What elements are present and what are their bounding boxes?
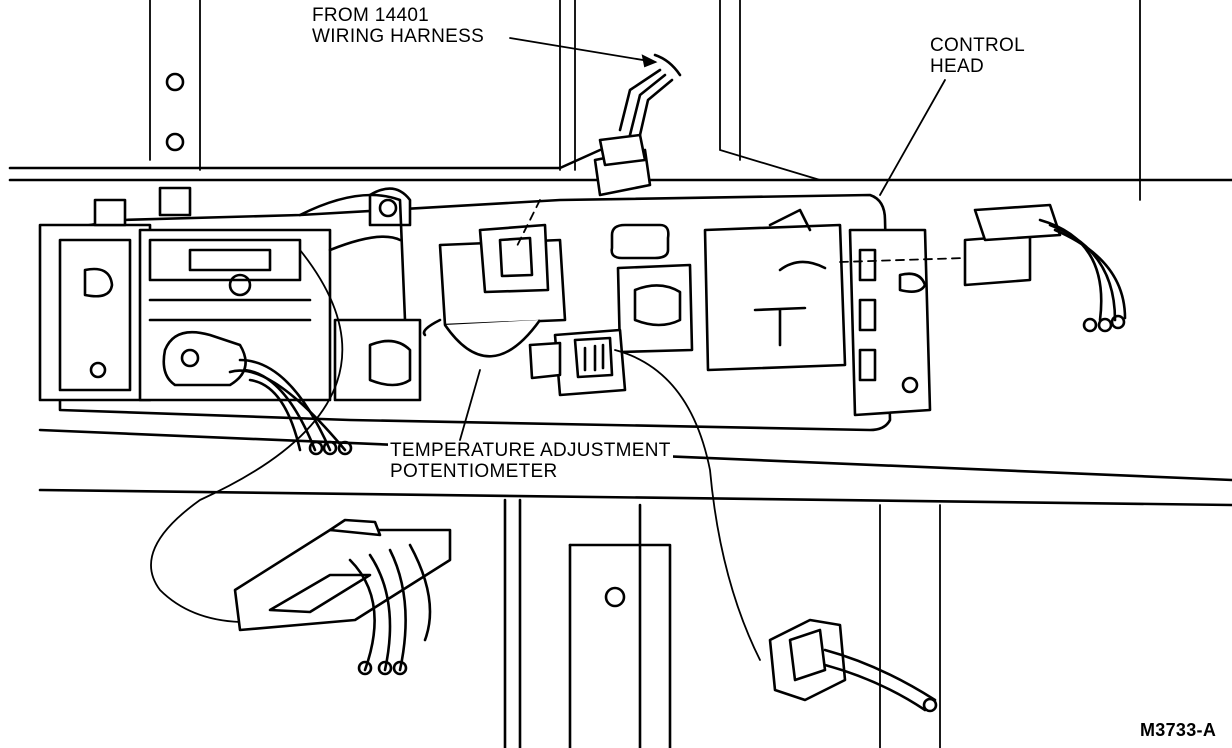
potentiometer-label-line1: TEMPERATURE ADJUSTMENT [388, 440, 673, 461]
wire-bundle [228, 358, 353, 456]
panel-hole-icon [165, 72, 185, 92]
lower-left-connector [233, 518, 452, 676]
panel-hole-icon [604, 586, 626, 608]
circuit-lines [150, 249, 761, 661]
control-head-label-line2: HEAD [930, 56, 984, 77]
control-head [38, 53, 932, 432]
harness-label-line1: FROM 14401 [312, 5, 430, 26]
potentiometer-label-line2: POTENTIOMETER [388, 461, 560, 482]
right-connector [839, 203, 1127, 333]
figure-code: M3733-A [1140, 720, 1217, 740]
harness-label-line2: WIRING HARNESS [312, 26, 485, 47]
panel-hole-icon [165, 132, 185, 152]
lower-right-connector [768, 618, 938, 713]
leader-lines [459, 37, 946, 441]
control-head-label-line1: CONTROL [930, 35, 1025, 56]
